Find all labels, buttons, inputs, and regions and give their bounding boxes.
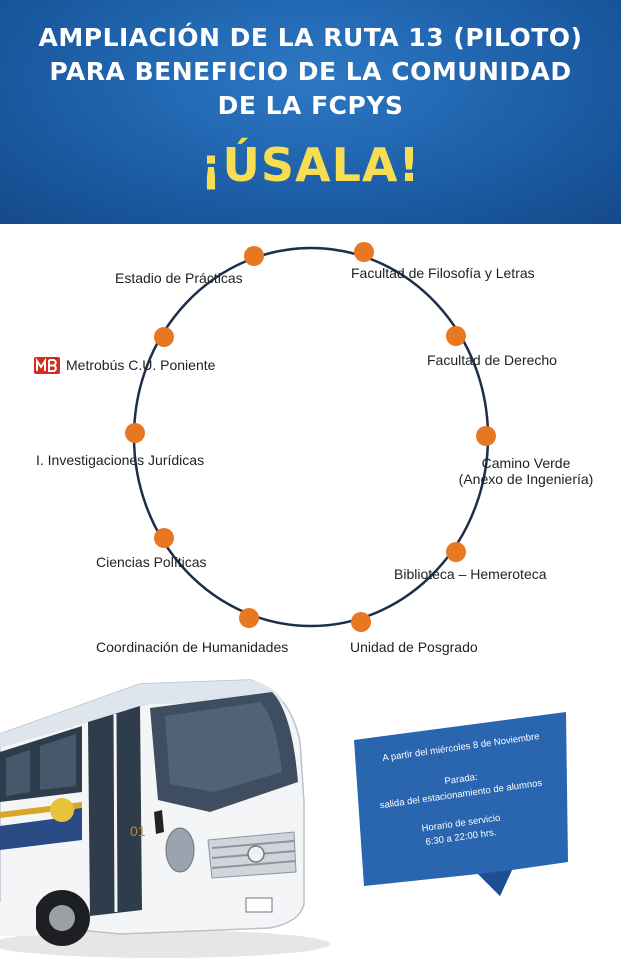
stop-dot-humanidades <box>239 608 259 628</box>
stop-dot-metrobus <box>154 327 174 347</box>
stop-label-camino-verde: Camino Verde (Anexo de Ingeniería) <box>452 455 600 487</box>
stop-dot-posgrado <box>351 612 371 632</box>
metrobus-logo-icon <box>34 357 60 374</box>
stop-label-camino-verde-line2: (Anexo de Ingeniería) <box>458 471 594 487</box>
title-line-2: PARA BENEFICIO DE LA COMUNIDAD <box>49 57 572 86</box>
header-banner: AMPLIACIÓN DE LA RUTA 13 (PILOTO) PARA B… <box>0 0 621 224</box>
stop-dot-biblioteca <box>446 542 466 562</box>
title-line-1: AMPLIACIÓN DE LA RUTA 13 (PILOTO) <box>38 23 583 52</box>
stop-label-investigaciones: I. Investigaciones Jurídicas <box>36 452 205 468</box>
stop-dot-camino-verde <box>476 426 496 446</box>
bus-illustration: 01 <box>0 679 330 958</box>
stop-dot-investigaciones <box>125 423 145 443</box>
stop-label-humanidades: Coordinación de Humanidades <box>96 639 289 655</box>
stop-dot-filosofia <box>354 242 374 262</box>
title-line-3: DE LA FCPYS <box>217 91 404 120</box>
stop-label-ciencias-politicas: Ciencias Políticas <box>96 554 207 570</box>
stop-label-metrobus: Metrobús C.U. Poniente <box>66 357 216 373</box>
call-to-action: ¡ÚSALA! <box>200 138 421 192</box>
stop-label-posgrado: Unidad de Posgrado <box>350 639 478 655</box>
bus-license-plate <box>245 897 273 913</box>
stop-label-estadio: Estadio de Prácticas <box>115 270 243 286</box>
stop-label-derecho: Facultad de Derecho <box>427 352 557 368</box>
stop-dot-ciencias-politicas <box>154 528 174 548</box>
route-diagram <box>125 242 496 632</box>
info-banner <box>354 712 568 896</box>
bus-unit-number: 01 <box>130 823 146 839</box>
stop-label-camino-verde-line1: Camino Verde <box>481 455 571 471</box>
bus-headlight <box>165 827 195 873</box>
stop-dot-derecho <box>446 326 466 346</box>
stop-label-biblioteca: Biblioteca – Hemeroteca <box>394 566 547 582</box>
stop-dot-estadio <box>244 246 264 266</box>
stop-label-filosofia: Facultad de Filosofía y Letras <box>351 265 535 281</box>
